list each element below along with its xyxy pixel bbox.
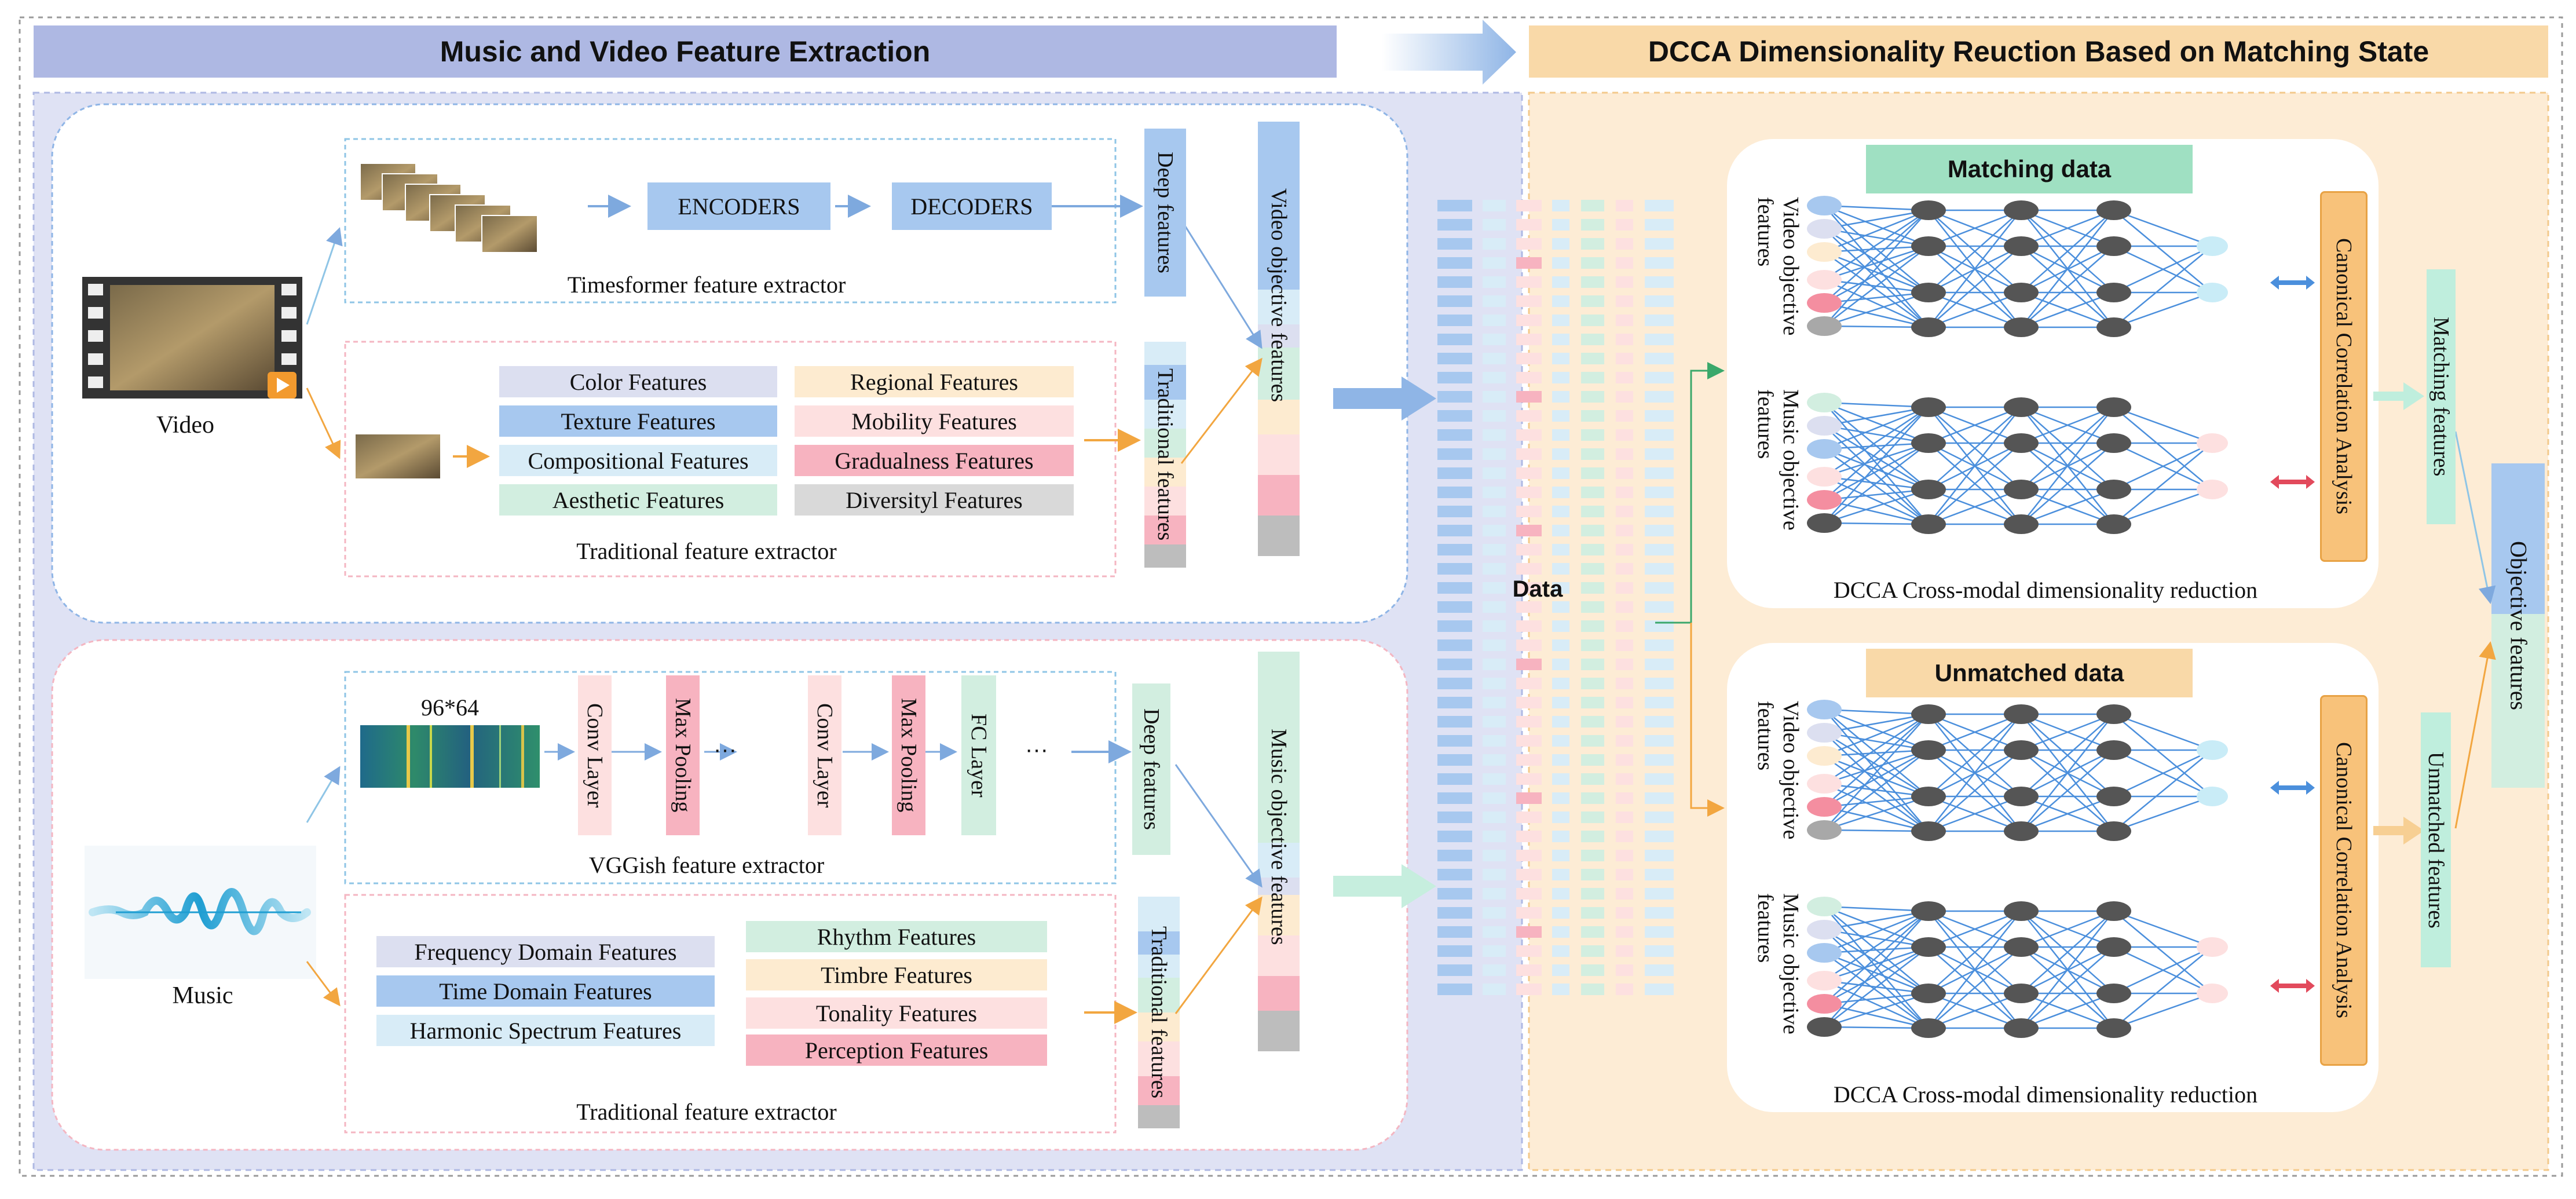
- matching-features-output: Matching features: [2427, 269, 2456, 524]
- outer-frame: [19, 16, 2563, 1177]
- fc-layer: FC Layer: [961, 675, 996, 835]
- music-label: Music: [172, 982, 233, 1009]
- feature-box: Frequency Domain Features: [376, 936, 715, 967]
- music-traditional-bar: [1138, 897, 1180, 1128]
- objective-features-bar: [2491, 463, 2545, 788]
- video-label: Video: [156, 412, 215, 438]
- matching-music-label: Music objective features: [1753, 389, 1803, 531]
- feature-box: Compositional Features: [499, 445, 777, 476]
- conv-layer-2: Conv Layer: [808, 675, 841, 835]
- unmatched-features-output: Unmatched features: [2421, 712, 2451, 967]
- timesformer-caption: Timesformer feature extractor: [567, 272, 846, 298]
- unmatched-cca-box: Canonical Correlation Analysis: [2320, 695, 2368, 1066]
- feature-box: Texture Features: [499, 405, 777, 437]
- ellipsis-2: ···: [1025, 737, 1048, 762]
- matching-caption: DCCA Cross-modal dimensionality reductio…: [1833, 577, 2258, 603]
- input-size-label: 96*64: [421, 694, 479, 721]
- music-traditional-caption: Traditional feature extractor: [576, 1099, 837, 1125]
- unmatched-video-label: Video objective features: [1753, 701, 1803, 840]
- vggish-frame: [344, 671, 1117, 884]
- music-deep-features: Deep features: [1132, 683, 1170, 855]
- video-deep-features: Deep features: [1144, 129, 1186, 297]
- right-banner-bg: [1529, 25, 2548, 78]
- music-objective-bar: [1258, 652, 1300, 1051]
- film-strip-icon: [82, 277, 302, 399]
- video-traditional-bar: [1144, 342, 1186, 568]
- feature-box: Perception Features: [746, 1034, 1047, 1066]
- right-section-title: DCCA Dimensionality Reuction Based on Ma…: [1648, 35, 2429, 68]
- video-traditional-features-label: Traditional features: [1153, 368, 1177, 541]
- feature-box: Gradualness Features: [795, 445, 1074, 476]
- max-pooling-2: Max Pooling: [892, 675, 925, 835]
- play-icon: [268, 372, 297, 399]
- left-banner-bg: [34, 25, 1337, 78]
- music-traditional-features-label: Traditional features: [1147, 926, 1171, 1099]
- max-pooling-1: Max Pooling: [666, 675, 700, 835]
- spectrogram-image: [360, 725, 540, 788]
- left-section-title: Music and Video Feature Extraction: [440, 35, 931, 68]
- feature-box: Mobility Features: [795, 405, 1074, 437]
- unmatched-music-label: Music objective features: [1753, 893, 1803, 1034]
- video-objective-bar: [1258, 122, 1300, 556]
- conv-layer-1: Conv Layer: [578, 675, 612, 835]
- matching-data-badge: Matching data: [1866, 145, 2193, 193]
- feature-box: Harmonic Spectrum Features: [376, 1015, 715, 1046]
- feature-box: Regional Features: [795, 366, 1074, 397]
- video-traditional-frame: [344, 341, 1117, 577]
- feature-box: Timbre Features: [746, 959, 1047, 990]
- matching-music-network: [1807, 393, 2228, 534]
- feature-box: Tonality Features: [746, 997, 1047, 1029]
- encoders-box: ENCODERS: [647, 182, 830, 230]
- video-traditional-caption: Traditional feature extractor: [576, 538, 837, 564]
- matching-video-network: [1807, 196, 2228, 337]
- feature-box: Diversityl Features: [795, 484, 1074, 516]
- video-frame-stack: [360, 163, 538, 253]
- unmatched-video-network: [1807, 700, 2228, 841]
- matching-cca-box: Canonical Correlation Analysis: [2320, 191, 2368, 562]
- data-matrix: [1437, 200, 1674, 995]
- unmatched-music-network: [1807, 897, 2228, 1038]
- vggish-caption: VGGish feature extractor: [588, 852, 825, 878]
- video-thumbnail: [356, 434, 440, 478]
- feature-box: Rhythm Features: [746, 921, 1047, 952]
- music-objective-features-label: Music objective features: [1267, 729, 1291, 945]
- decoders-box: DECODERS: [892, 182, 1052, 230]
- video-to-data-arrow: [1333, 376, 1436, 421]
- sound-wave-icon: [85, 846, 316, 979]
- feature-box: Aesthetic Features: [499, 484, 777, 516]
- data-label: Data: [1512, 576, 1563, 602]
- ellipsis-1: ···: [713, 737, 737, 762]
- double-arrow-icon: [2270, 276, 2315, 993]
- objective-features-output: Objective features: [2505, 540, 2532, 711]
- matching-video-label: Video objective features: [1753, 197, 1803, 336]
- unmatched-data-badge: Unmatched data: [1866, 649, 2193, 697]
- music-traditional-frame: [344, 894, 1117, 1134]
- timesformer-frame: [344, 138, 1117, 304]
- banner-arrow: [1382, 20, 1516, 85]
- music-to-data-arrow: [1333, 864, 1436, 908]
- video-objective-features-label: Video objective features: [1267, 188, 1291, 403]
- unmatched-caption: DCCA Cross-modal dimensionality reductio…: [1833, 1081, 2258, 1107]
- feature-box: Time Domain Features: [376, 975, 715, 1007]
- feature-box: Color Features: [499, 366, 777, 397]
